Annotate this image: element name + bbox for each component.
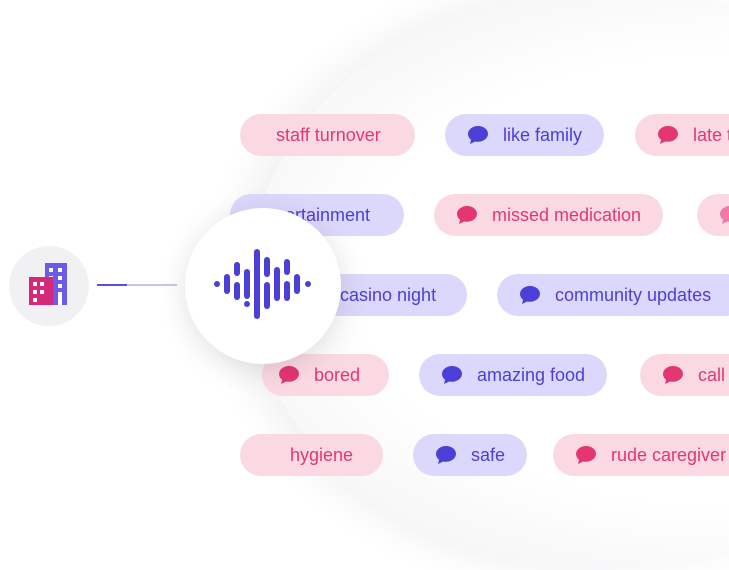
tag-label: casino night: [340, 284, 437, 305]
tag-label: missed medication: [492, 204, 642, 225]
connector-line-faded: [127, 284, 177, 286]
tag-pill: [697, 194, 729, 236]
chat-bubble-icon: [435, 445, 457, 465]
chat-bubble-icon: [519, 285, 541, 305]
tag-label: safe: [471, 444, 506, 465]
chat-bubble-icon: [719, 205, 729, 225]
tag-pill: missed medication: [434, 194, 664, 236]
chat-bubble-icon: [456, 205, 478, 225]
tag-label: amazing food: [477, 364, 586, 385]
tag-label: ertainment: [285, 204, 371, 225]
chat-bubble-icon: [278, 365, 300, 385]
tag-label: community updates: [555, 284, 712, 305]
building-icon: [29, 262, 69, 310]
tag-pill: community updates: [497, 274, 729, 316]
tag-label: rude caregiver: [611, 444, 727, 465]
tag-pill: safe: [413, 434, 528, 476]
tag-pill: amazing food: [419, 354, 608, 396]
source-badge: [9, 246, 89, 326]
tag-pill: call l: [640, 354, 729, 396]
tag-label: like family: [503, 124, 583, 145]
connector-line: [97, 284, 127, 286]
chat-bubble-icon: [441, 365, 463, 385]
tag-pill: like family: [445, 114, 605, 156]
tag-label: bored: [314, 364, 361, 385]
chat-bubble-icon: [662, 365, 684, 385]
tag-pill: rude caregiver: [553, 434, 729, 476]
tag-pill: hygiene: [240, 434, 383, 476]
tag-label: hygiene: [290, 444, 354, 465]
chat-bubble-icon: [467, 125, 489, 145]
tag-label: call l: [698, 364, 729, 385]
tag-pill: staff turnover: [240, 114, 415, 156]
tag-pill: late t: [635, 114, 729, 156]
chat-bubble-icon: [657, 125, 679, 145]
hub-logo: [185, 208, 341, 364]
tag-label: late t: [693, 124, 729, 145]
tag-label: staff turnover: [276, 124, 381, 145]
audio-waveform-icon: [214, 248, 312, 324]
chat-bubble-icon: [575, 445, 597, 465]
